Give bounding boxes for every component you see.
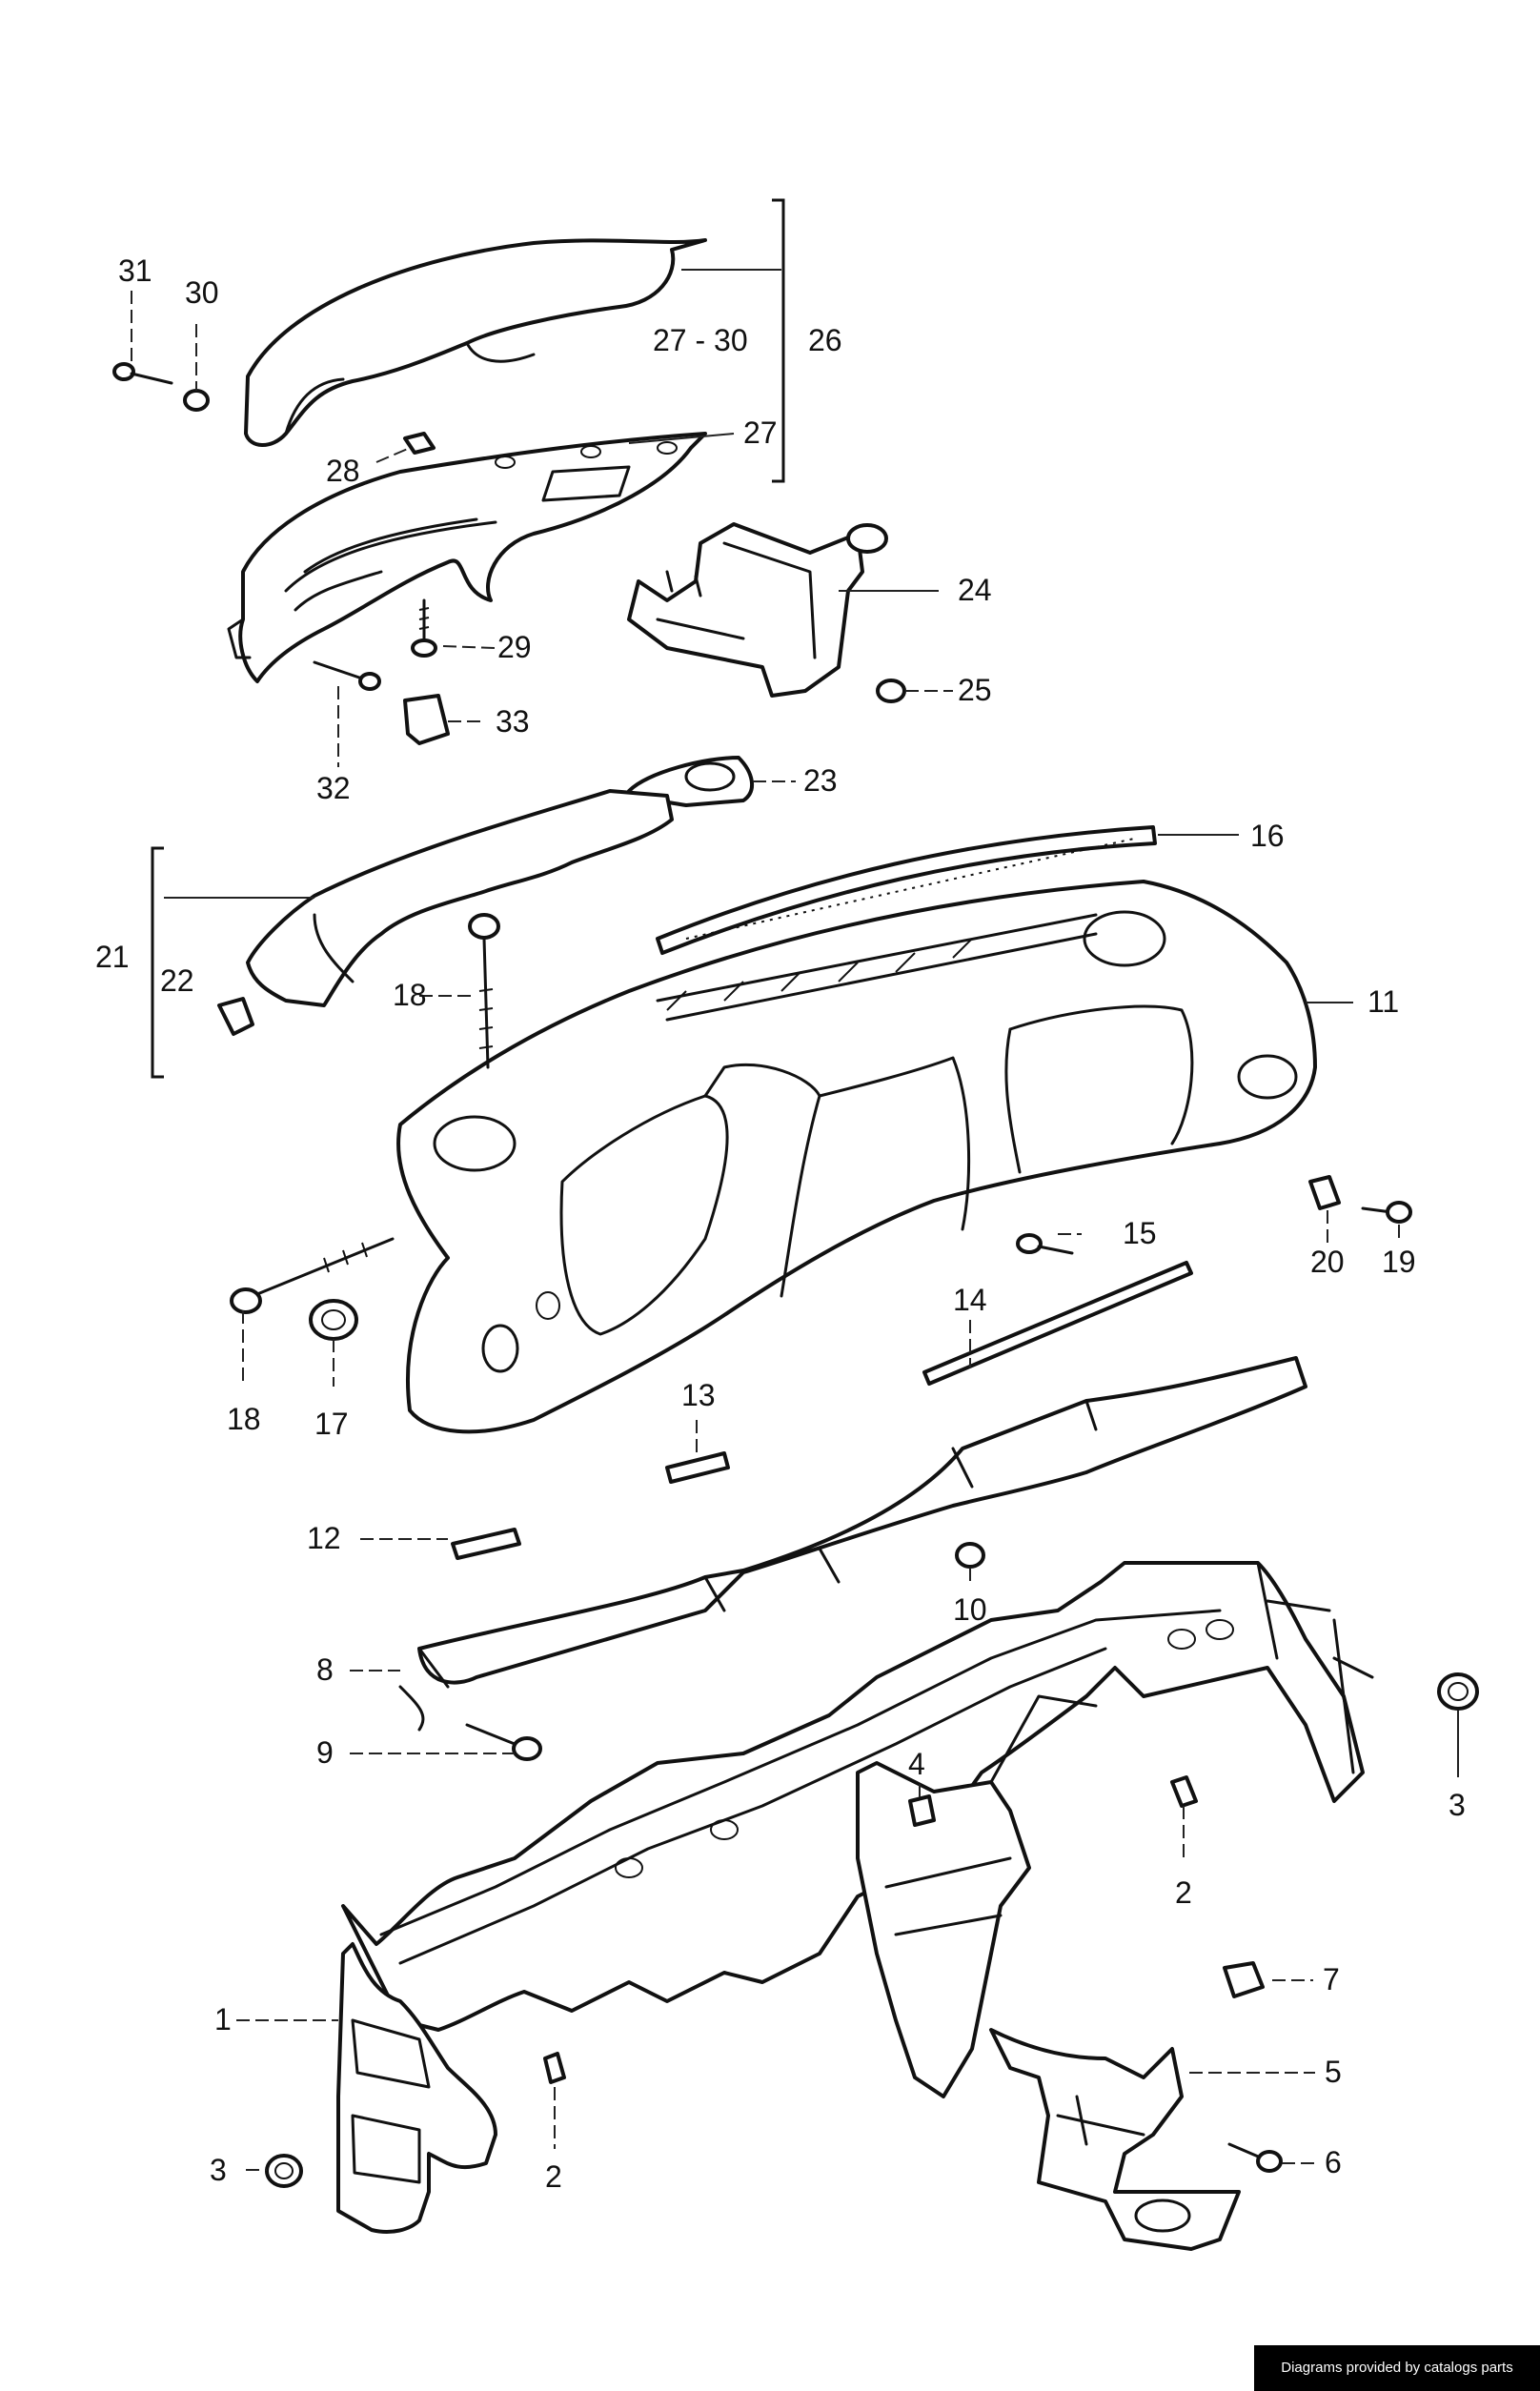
air-duct [398, 1356, 1307, 1732]
callout-27: 27 [743, 415, 778, 450]
pin-12 [451, 1528, 521, 1560]
grommet-3-left [265, 2154, 303, 2188]
clip-33 [403, 694, 450, 745]
callout-9: 9 [316, 1735, 334, 1770]
rod-14 [922, 1261, 1193, 1386]
callout-24: 24 [958, 573, 992, 607]
callout-25: 25 [958, 673, 992, 707]
callout-18-upper: 18 [393, 978, 427, 1012]
callout-31: 31 [118, 253, 152, 288]
callout-33: 33 [496, 704, 530, 739]
grommet-17 [309, 1299, 358, 1341]
callout-17: 17 [314, 1407, 349, 1441]
screw-31 [112, 362, 173, 385]
clip-20 [1308, 1175, 1341, 1210]
pin-13 [665, 1451, 730, 1484]
callout-19: 19 [1382, 1245, 1416, 1279]
callout-3-left: 3 [210, 2153, 227, 2187]
bolt-9 [465, 1723, 542, 1761]
callout-16: 16 [1250, 819, 1285, 853]
callout-15: 15 [1123, 1216, 1157, 1250]
dashboard-main [396, 880, 1317, 1434]
nut-25 [876, 679, 906, 703]
seal-strip-16 [656, 825, 1157, 955]
callout-2-left: 2 [545, 2159, 562, 2194]
center-support [856, 1694, 1098, 2098]
dash-top-cover [244, 238, 707, 447]
callout-2-right: 2 [1175, 1875, 1192, 1910]
screw-15 [1016, 1233, 1074, 1255]
clip-7 [1223, 1961, 1265, 1998]
clip-4 [908, 1794, 936, 1827]
callout-27-30: 27 - 30 [653, 323, 748, 357]
callout-labels: 31 30 27 - 30 26 27 28 29 32 33 24 25 23… [95, 253, 1466, 2194]
callout-7: 7 [1323, 1962, 1340, 1996]
callout-11: 11 [1368, 984, 1399, 1019]
bolt-6 [1227, 2142, 1283, 2173]
callout-32: 32 [316, 771, 351, 805]
callout-18-lower: 18 [227, 1402, 261, 1436]
footer-credit: Diagrams provided by catalogs parts [1254, 2345, 1540, 2391]
callout-1: 1 [214, 2002, 232, 2036]
callout-13: 13 [681, 1378, 716, 1412]
steering-support [989, 2028, 1241, 2251]
screw-29 [411, 598, 437, 658]
callout-28: 28 [326, 454, 360, 488]
grommet-3-right [1437, 1672, 1479, 1711]
left-bracket [336, 1942, 497, 2234]
callout-14: 14 [953, 1283, 987, 1317]
clip-2-left [543, 2052, 566, 2084]
callout-26: 26 [808, 323, 842, 357]
bolt-18-lower [230, 1237, 395, 1314]
group-brackets [151, 198, 785, 1079]
callout-12: 12 [307, 1521, 341, 1555]
clip-2-right [1170, 1775, 1198, 1808]
callout-23: 23 [803, 763, 838, 798]
callout-10: 10 [953, 1592, 987, 1627]
callout-3-right: 3 [1449, 1788, 1466, 1822]
callout-4: 4 [908, 1747, 925, 1781]
air-vent [627, 522, 888, 698]
bolt-30 [183, 389, 210, 412]
clip-28 [403, 432, 436, 455]
bolt-18-upper [468, 913, 500, 1069]
callout-22: 22 [160, 963, 194, 998]
clip-22 [217, 997, 254, 1036]
callout-29: 29 [497, 630, 532, 664]
cross-car-beam [341, 1561, 1374, 2032]
callout-21: 21 [95, 940, 130, 974]
dash-top-panel-21 [246, 789, 674, 1007]
nut-10 [955, 1542, 985, 1569]
leader-lines [131, 269, 1459, 2171]
callout-30: 30 [185, 275, 219, 310]
dash-top-frame [227, 432, 707, 683]
callout-8: 8 [316, 1652, 334, 1687]
callout-5: 5 [1325, 2055, 1342, 2089]
screw-32 [313, 660, 381, 691]
callout-20: 20 [1310, 1245, 1345, 1279]
callout-6: 6 [1325, 2145, 1342, 2179]
screw-19 [1361, 1201, 1412, 1224]
